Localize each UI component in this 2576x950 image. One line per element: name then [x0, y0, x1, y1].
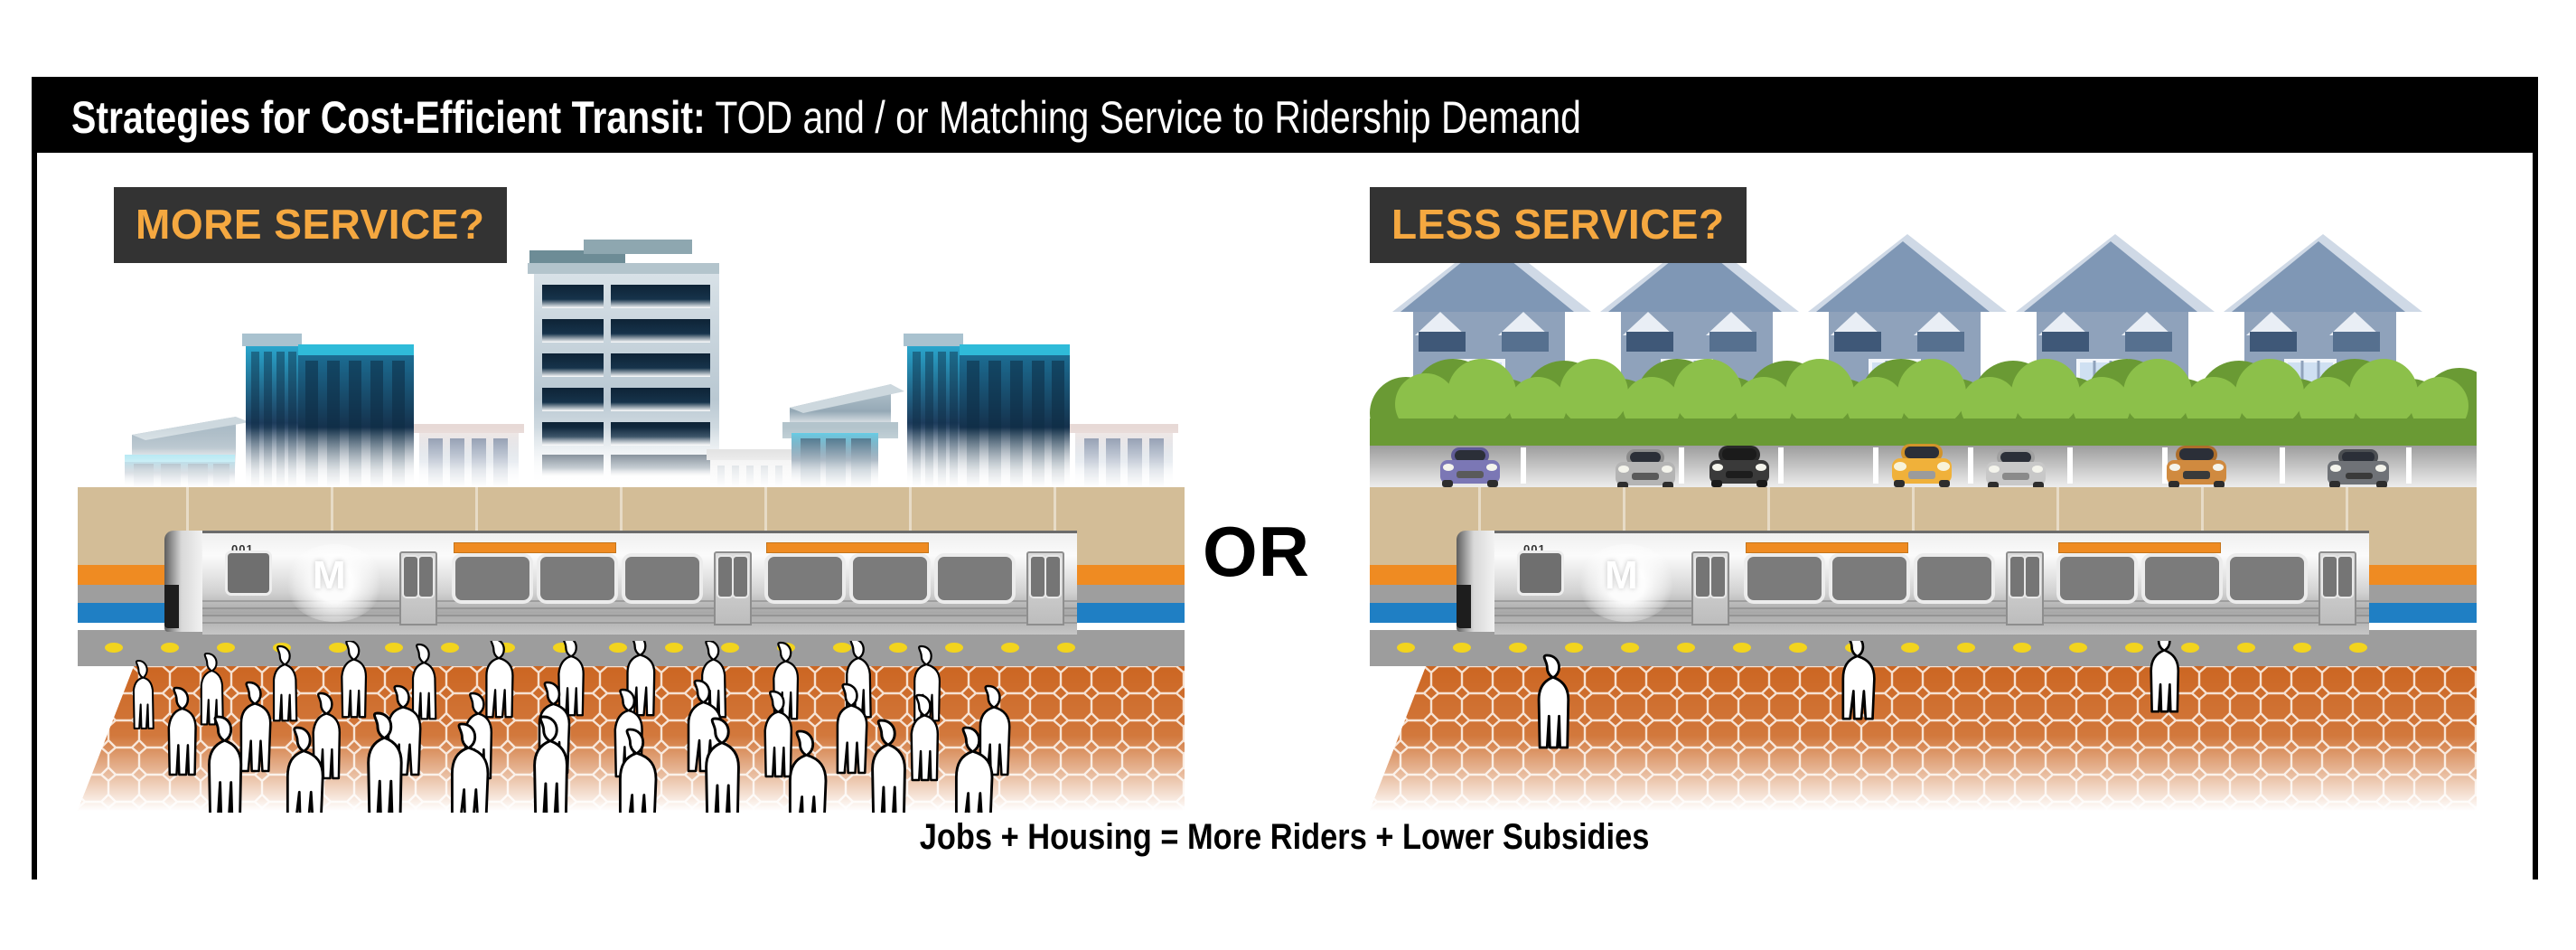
or-divider-label: OR	[1203, 512, 1310, 591]
panel-label-more-service: MORE SERVICE?	[114, 187, 507, 263]
train-nose-left	[164, 531, 202, 632]
crowd-left-svg	[132, 641, 1011, 813]
city-skyline-svg	[78, 240, 1185, 487]
train-m-logo-right: M	[1605, 553, 1638, 597]
train-door-left-2	[714, 551, 752, 625]
crowd-right-svg	[1537, 641, 2180, 749]
title-bar: Strategies for Cost-Efficient Transit: T…	[37, 82, 2533, 153]
illustration-canvas: MORE SERVICE?	[37, 153, 2533, 879]
train-car-number-left: 001	[231, 542, 254, 556]
train-car-number-right: 001	[1523, 542, 1546, 556]
panel-less-service: LESS SERVICE?	[1370, 153, 2477, 813]
train-body-left: 001 M	[202, 531, 1077, 635]
train-door-right-1	[1691, 551, 1729, 625]
panel-label-less-service: LESS SERVICE?	[1370, 187, 1747, 263]
train-door-left-3	[1026, 551, 1064, 625]
poster-caption: Jobs + Housing = More Riders + Lower Sub…	[37, 817, 2533, 858]
suburban-scene	[1370, 207, 2477, 489]
train-nose-right	[1457, 531, 1494, 632]
bush-row	[1370, 359, 2477, 451]
train-left: 001 M	[164, 531, 1077, 635]
title-emphasis: Strategies for Cost-Efficient Transit:	[71, 92, 706, 143]
train-body-right: 001 M	[1494, 531, 2369, 635]
train-door-right-3	[2318, 551, 2356, 625]
page-title: Strategies for Cost-Efficient Transit: T…	[71, 95, 1581, 140]
infographic-poster: Strategies for Cost-Efficient Transit: T…	[32, 77, 2538, 879]
platform-right	[1370, 630, 2477, 811]
suburb-svg	[1370, 234, 2477, 489]
paver-pattern-right	[1370, 666, 2477, 811]
city-skyline	[78, 207, 1185, 487]
title-subtext: TOD and / or Matching Service to Ridersh…	[705, 92, 1581, 143]
caption-text: Jobs + Housing = More Riders + Lower Sub…	[920, 817, 1650, 857]
train-door-left-1	[399, 551, 437, 625]
train-door-right-2	[2006, 551, 2044, 625]
paver-surface-right	[1370, 666, 2477, 811]
train-m-logo-left: M	[313, 553, 346, 597]
train-right: 001 M	[1457, 531, 2369, 635]
panel-more-service: MORE SERVICE?	[78, 153, 1185, 813]
